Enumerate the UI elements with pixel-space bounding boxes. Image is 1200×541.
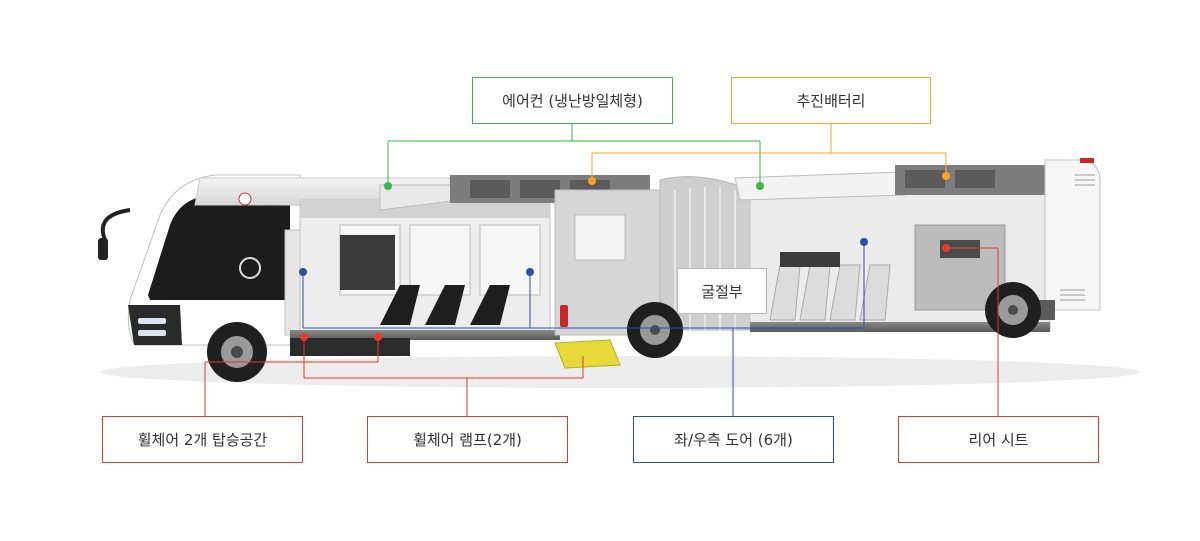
- bus-logo-text: 국토교통: [255, 196, 281, 204]
- label-rear-seat-text: 리어 시트: [968, 431, 1029, 449]
- label-doors-text: 좌/우측 도어 (6개): [674, 431, 793, 449]
- wheel-front: [207, 322, 267, 382]
- marker-aircon-front: [384, 182, 392, 190]
- wheel-rear: [985, 282, 1041, 338]
- label-articulation-text: 굴절부: [701, 282, 743, 301]
- label-rear-seat: 리어 시트: [898, 416, 1099, 463]
- callout-rear-seat: [946, 247, 999, 416]
- marker-door-1: [299, 268, 307, 276]
- marker-ramp-front: [300, 333, 308, 341]
- label-aircon-text: 에어컨 (냉난방일체형): [502, 92, 643, 110]
- label-battery: 추진배터리: [731, 77, 931, 124]
- callout-doors: [302, 242, 865, 416]
- marker-door-2: [526, 268, 534, 276]
- front-cabin-interior: [290, 199, 560, 356]
- marker-battery-rear: [942, 172, 950, 180]
- label-wheelchair-ramp: 휠체어 램프(2개): [367, 416, 568, 463]
- label-wheelchair-space-text: 휠체어 2개 탑승공간: [137, 431, 268, 449]
- callout-ramp: [303, 337, 584, 416]
- marker-aircon-rear: [756, 182, 764, 190]
- label-articulation: 굴절부: [677, 268, 767, 314]
- wheel-middle: [627, 302, 683, 358]
- label-doors: 좌/우측 도어 (6개): [633, 416, 834, 463]
- bus-rear-section: [734, 158, 1101, 332]
- bus-front-section: 국토교통: [98, 174, 451, 346]
- callout-battery: [591, 124, 947, 180]
- label-wheelchair-ramp-text: 휠체어 램프(2개): [413, 431, 522, 449]
- marker-door-3: [860, 238, 868, 246]
- emblem-icon: [238, 192, 252, 206]
- wheelchair-ramp: [554, 339, 621, 369]
- callout-wheelchair-space: [204, 338, 379, 416]
- marker-battery-front: [588, 177, 596, 185]
- marker-rear-seat: [942, 244, 950, 252]
- ground-shadow: [100, 356, 1140, 388]
- label-wheelchair-space: 휠체어 2개 탑승공간: [102, 416, 303, 463]
- marker-wheelchair-space: [374, 333, 382, 341]
- label-battery-text: 추진배터리: [796, 92, 866, 110]
- label-aircon: 에어컨 (냉난방일체형): [472, 77, 673, 124]
- callout-aircon: [387, 124, 761, 185]
